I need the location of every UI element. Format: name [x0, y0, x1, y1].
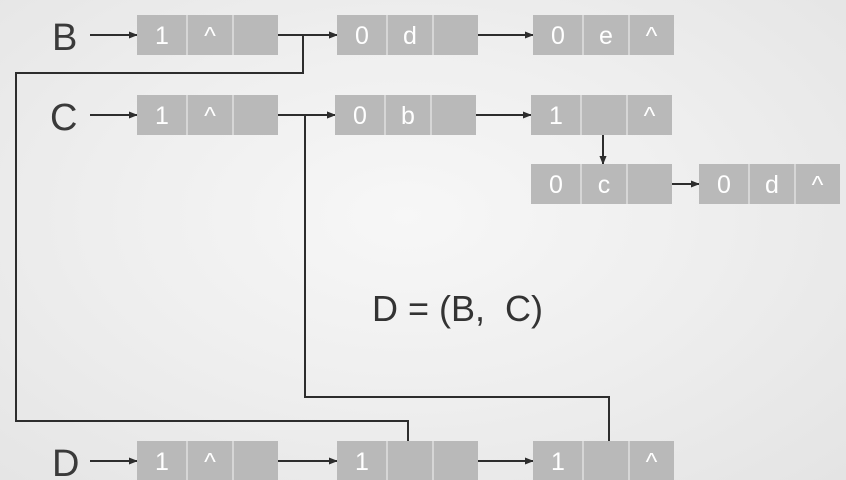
node-box — [337, 441, 478, 480]
cell-value-text: c — [598, 171, 611, 199]
node-box — [137, 441, 278, 480]
cell-pointer-text: ^ — [646, 448, 658, 476]
node-box — [337, 15, 478, 55]
cell-value-text: ^ — [204, 448, 216, 476]
list-node-d3: 1^ — [533, 441, 674, 480]
cell-value-text: ^ — [204, 22, 216, 50]
cell-tag-text: 1 — [155, 448, 169, 476]
node-box — [137, 95, 278, 135]
cell-tag-text: 1 — [549, 102, 563, 130]
cell-tag-text: 0 — [549, 171, 563, 199]
cell-value-text: b — [401, 102, 415, 130]
list-node-d2: 1 — [337, 441, 478, 480]
list-node-d1: 1^ — [137, 441, 278, 480]
list-node-b3: 0 e ^ — [533, 15, 674, 55]
cell-tag-text: 0 — [355, 22, 369, 50]
cell-tag-text: 0 — [551, 22, 565, 50]
cell-pointer-text: ^ — [646, 22, 658, 50]
cell-tag-text: 0 — [717, 171, 731, 199]
list-node-c5: 0 d ^ — [699, 164, 840, 204]
list-node-b1: 1^ — [137, 15, 278, 55]
cell-value-text: d — [403, 22, 417, 50]
cell-tag-text: 1 — [155, 22, 169, 50]
cell-tag-text: 0 — [353, 102, 367, 130]
node-box — [531, 164, 672, 204]
cell-tag-text: 1 — [155, 102, 169, 130]
node-box — [335, 95, 476, 135]
cell-pointer-text: ^ — [644, 102, 656, 130]
list-node-c3: 1^ — [531, 95, 672, 135]
cell-tag-text: 1 — [551, 448, 565, 476]
list-label-d: D — [52, 443, 79, 480]
node-box — [533, 15, 674, 55]
node-box — [137, 15, 278, 55]
node-box — [533, 441, 674, 480]
list-label-b: B — [52, 17, 77, 59]
cell-tag-text: 1 — [355, 448, 369, 476]
pointer-arrow-d2-to-b2 — [15, 31, 409, 463]
pointer-arrow-d3-to-c2 — [304, 111, 610, 463]
cell-value-text: e — [599, 22, 613, 50]
formula-text: D = (B, C) — [372, 288, 543, 329]
node-box — [699, 164, 840, 204]
cell-pointer-text: ^ — [812, 171, 824, 199]
list-node-c1: 1^ — [137, 95, 278, 135]
cell-value-text: ^ — [204, 102, 216, 130]
cell-value-text: d — [765, 171, 779, 199]
node-box — [531, 95, 672, 135]
list-label-c: C — [50, 97, 77, 139]
